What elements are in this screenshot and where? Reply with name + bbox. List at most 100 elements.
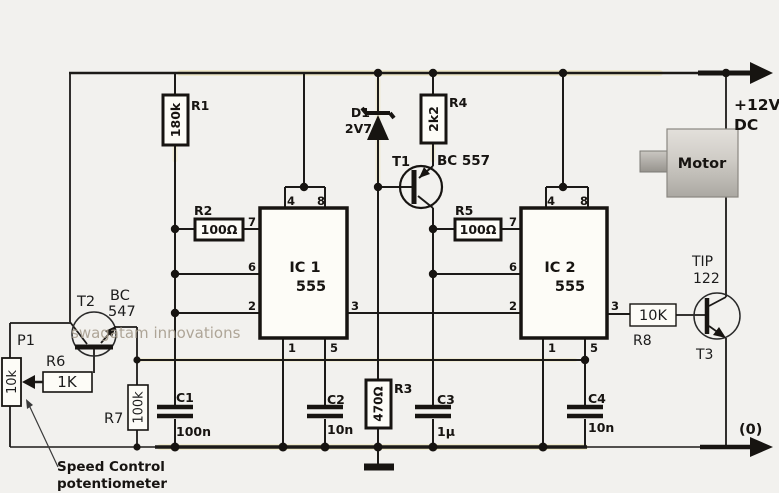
transistor-t2-part-line2: 547 [108, 304, 136, 320]
resistor-r8: 10K R8 [629, 303, 677, 349]
potentiometer-p1-value: 10k [5, 369, 20, 394]
capacitor-c3: C3 1µ [415, 392, 455, 439]
ic1-pin5-label: 5 [330, 341, 338, 355]
ic2-part: 555 [555, 279, 585, 295]
transistor-t2-emitter-arrow-icon [105, 326, 116, 337]
transistor-t3-emitter-arrow-icon [713, 327, 726, 338]
transistor-t1-body [398, 164, 444, 210]
zener-d1: D1 2V7 [345, 105, 396, 140]
resistor-r3-value: 470Ω [372, 386, 386, 421]
ic2-pin-labels: 7 6 2 3 4 8 1 5 [509, 194, 619, 355]
transistor-t3-part-line2: 122 [693, 271, 720, 287]
resistor-r3-body [364, 378, 393, 430]
zener-d1-triangle [367, 115, 389, 140]
transistor-t1-label: T1 [392, 155, 410, 170]
ic2-pin4-label: 4 [547, 194, 555, 208]
junction-dots [133, 68, 731, 452]
zener-d1-cathode-bar [360, 106, 396, 120]
resistor-r3: 470Ω R3 [364, 378, 412, 430]
ic1-pin-labels: 7 6 2 3 4 8 1 5 [248, 194, 359, 355]
motor-body [666, 128, 739, 198]
potentiometer-p1: 10k P1 [1, 333, 35, 407]
wire-left-branch [9, 73, 138, 447]
ic1-pin6-label: 6 [248, 260, 256, 274]
ic2-pin6-label: 6 [509, 260, 517, 274]
capacitor-c1-value: 100n [176, 424, 211, 439]
motor-label: Motor [678, 156, 727, 172]
speed-control-pointer-shaft [28, 404, 59, 468]
watermark-text: swagatam innovations [71, 324, 241, 342]
resistor-r1-body [161, 93, 190, 147]
ic1-name: IC 1 [289, 260, 320, 276]
potentiometer-p1-label: P1 [17, 333, 35, 349]
ic2-pin1-label: 1 [548, 341, 556, 355]
transistor-t2-label: T2 [76, 294, 95, 310]
resistor-r2: 100Ω R2 [193, 203, 245, 242]
ic1-pin4-label: 4 [287, 194, 295, 208]
capacitor-c4-label: C4 [588, 391, 606, 406]
resistor-r5-body [453, 217, 503, 242]
transistor-t2-body [71, 311, 117, 357]
plus-rail-sublabel: DC [734, 116, 758, 134]
capacitor-c4-value: 10n [588, 420, 614, 435]
capacitor-c1-plates [157, 404, 193, 419]
capacitor-c3-plates [415, 404, 451, 419]
capacitor-c3-label: C3 [437, 392, 455, 407]
wire-zener-net [377, 73, 412, 464]
ic2-pin7-label: 7 [509, 215, 517, 229]
resistor-r7-body [127, 384, 149, 431]
transistor-t3-part-line1: TIP [691, 254, 713, 270]
resistor-r1: 180k R1 [161, 93, 209, 147]
resistor-r6: 1K R6 [22, 354, 93, 393]
ic1-555: IC 1 555 7 6 2 3 4 8 1 5 [248, 194, 359, 355]
transistor-t3-body [693, 292, 741, 340]
ic1-pin8-label: 8 [317, 194, 325, 208]
resistor-r4: 2k2 R4 [419, 93, 468, 145]
transistor-t3-label: T3 [695, 347, 713, 363]
ic1-pin3-label: 3 [351, 299, 359, 313]
ic2-pin5-label: 5 [590, 341, 598, 355]
capacitor-c3-value: 1µ [437, 424, 455, 439]
potentiometer-p1-body [1, 357, 22, 407]
ic2-555: IC 2 555 7 6 2 3 4 8 1 5 [509, 194, 619, 355]
transistor-t2: T2 BC 547 [71, 288, 136, 357]
speed-control-note-line1: Speed Control [57, 459, 165, 475]
resistor-r5-value: 100Ω [460, 222, 497, 237]
capacitor-c2-value: 10n [327, 422, 353, 437]
ic1-pin2-label: 2 [248, 299, 256, 313]
capacitor-c2-label: C2 [327, 392, 345, 407]
resistor-r1-value: 180k [168, 102, 183, 137]
resistor-r1-label: R1 [191, 98, 209, 113]
ic2-pin2-label: 2 [509, 299, 517, 313]
transistor-t1-part: BC 557 [437, 153, 490, 169]
resistor-r8-value: 10K [639, 308, 667, 324]
zero-rail-arrow-icon [750, 437, 773, 457]
transistor-t1-emitter-arrow-icon [419, 167, 430, 178]
capacitor-c4: C4 10n [567, 391, 614, 435]
ic2-name: IC 2 [544, 260, 575, 276]
resistor-r2-label: R2 [194, 203, 212, 218]
ic1-pin7-label: 7 [248, 215, 256, 229]
capacitor-c2-plates [307, 404, 343, 419]
resistor-r7-label: R7 [104, 411, 123, 427]
capacitor-c4-plates [567, 404, 603, 419]
ic2-pin3-label: 3 [611, 299, 619, 313]
resistor-r5: 100Ω R5 [453, 203, 503, 242]
motor: Motor [639, 128, 739, 198]
capacitor-c1-label: C1 [176, 390, 194, 405]
ic1-pin1-label: 1 [288, 341, 296, 355]
speed-control-note: Speed Control potentiometer [26, 399, 167, 492]
zero-rail-label: (0) [739, 422, 762, 438]
zener-d1-value: 2V7 [345, 121, 372, 136]
motor-shaft [639, 150, 670, 173]
resistor-r4-body [419, 93, 448, 145]
capacitor-c2: C2 10n [307, 392, 353, 437]
resistor-r2-body [193, 217, 245, 242]
resistor-r2-value: 100Ω [201, 222, 238, 237]
resistor-r7: 100k R7 [104, 384, 149, 431]
resistor-r6-label: R6 [46, 354, 65, 370]
pot-wiper-arrow-icon [22, 375, 35, 389]
capacitor-c1: C1 100n [157, 390, 211, 439]
